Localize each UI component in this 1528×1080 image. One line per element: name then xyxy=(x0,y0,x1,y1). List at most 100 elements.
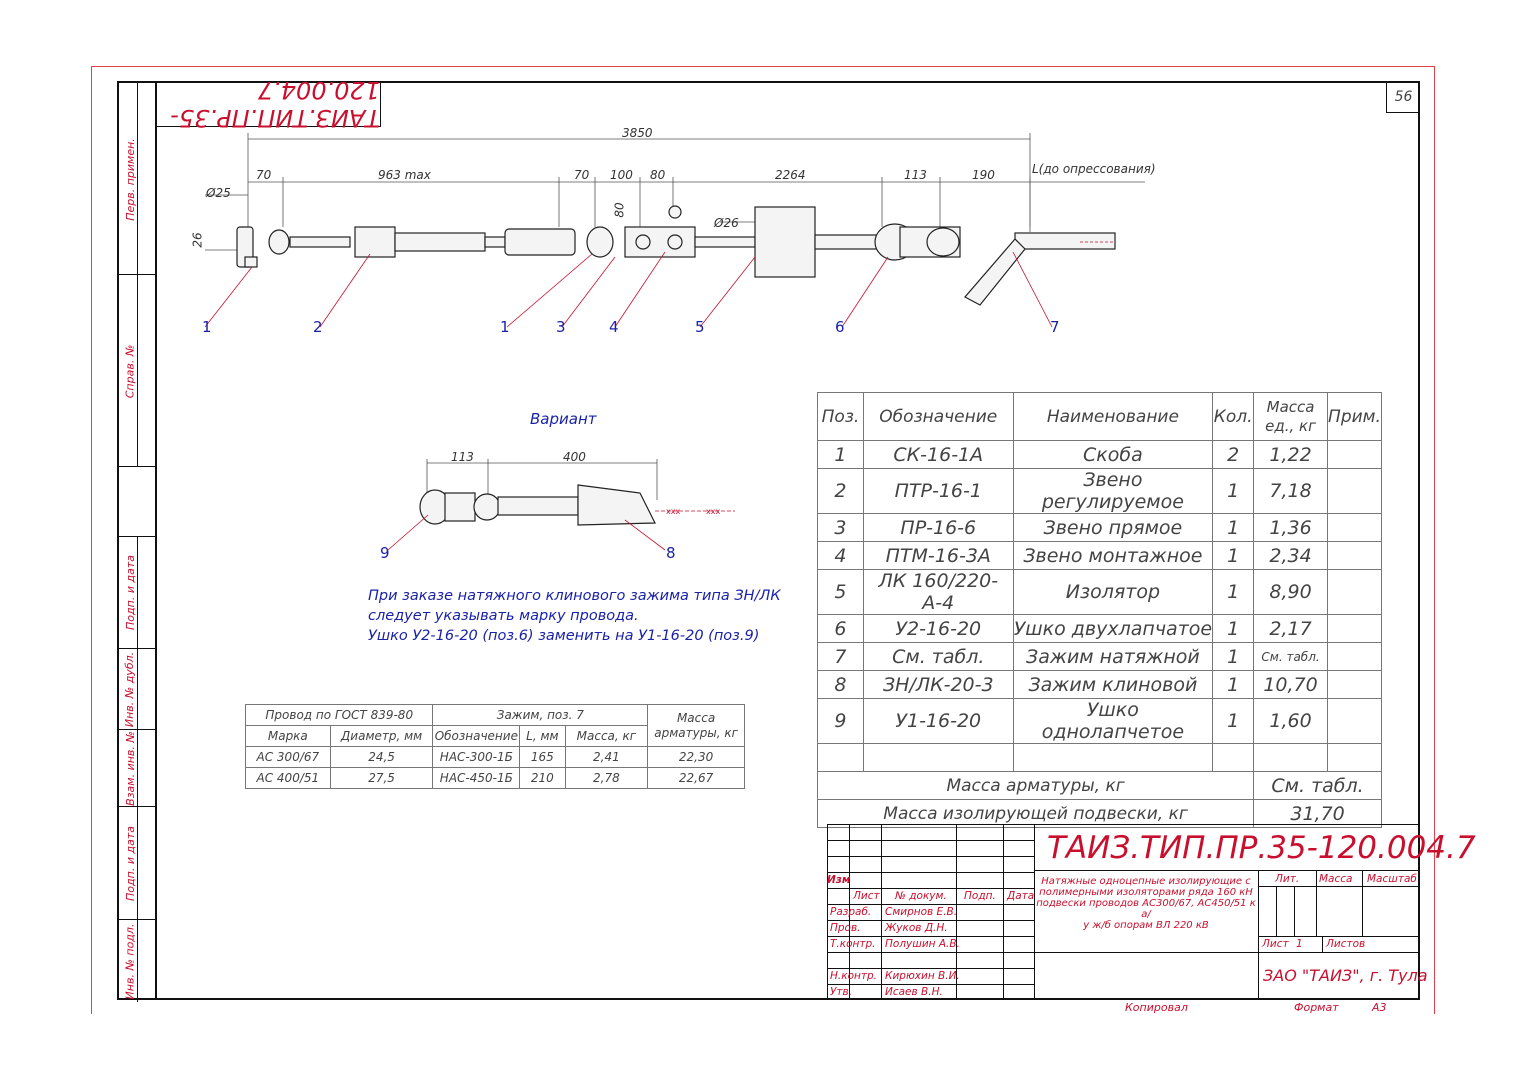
spec-cell: 2,34 xyxy=(1253,541,1328,570)
side-label-signature-date-2: Подп. и дата xyxy=(123,826,137,901)
spec-cell: См. табл. xyxy=(862,642,1014,671)
spec-cell: Зажим клиновой xyxy=(1012,670,1214,699)
spec-cell: 1,22 xyxy=(1253,440,1328,469)
spec-cell: СК-16-1А xyxy=(862,440,1014,469)
sheet-trim-frame xyxy=(91,66,1435,1014)
spec-cell: 4 xyxy=(817,541,864,570)
letter-label: Лит. xyxy=(1275,873,1300,885)
wire-cell: 165 xyxy=(519,746,566,768)
wire-sub-header: L, мм xyxy=(519,725,566,747)
spec-cell xyxy=(1326,642,1383,671)
spec-cell xyxy=(1326,513,1383,542)
spec-cell: ЗН/ЛК-20-3 xyxy=(862,670,1014,699)
wire-sub-header: Обозначение xyxy=(432,725,521,747)
spec-cell xyxy=(1253,743,1328,772)
drawing-description: Натяжные одноцепные изолирующие с полиме… xyxy=(1036,876,1256,931)
spec-cell: 1 xyxy=(1212,468,1255,514)
spec-cell: ЛК 160/220-А-4 xyxy=(862,569,1014,615)
dim-diameter-25: Ø25 xyxy=(206,186,231,200)
side-label-signature-date: Подп. и дата xyxy=(123,555,137,630)
copied-label: Копировал xyxy=(1125,1001,1188,1014)
total-row-label: Масса изолирующей подвески, кг xyxy=(816,799,1255,828)
drawing-frame xyxy=(155,81,1420,1000)
spec-cell: 3 xyxy=(817,513,864,542)
wire-cell: 22,67 xyxy=(647,767,745,789)
variant-callout-8: 8 xyxy=(666,544,676,562)
spec-cell: 6 xyxy=(817,614,864,643)
spec-cell: 8 xyxy=(817,670,864,699)
side-label-first-use: Перв. примен. xyxy=(123,137,137,221)
name-checker: Жуков Д.Н. xyxy=(885,922,948,934)
spec-cell: ПР-16-6 xyxy=(862,513,1014,542)
spec-cell: 2,17 xyxy=(1253,614,1328,643)
spec-cell: 1 xyxy=(1212,698,1255,744)
mirrored-code-box: ТАИЗ.ТИП.ПР.35-120.004.7 xyxy=(155,76,381,132)
mass-group-header: Масса арматуры, кг xyxy=(647,704,745,747)
spec-cell: 1 xyxy=(1212,614,1255,643)
spec-header-name: Наименование xyxy=(1012,392,1214,441)
variant-callout-9: 9 xyxy=(380,544,390,562)
format-value: А3 xyxy=(1372,1001,1387,1014)
spec-cell xyxy=(817,743,864,772)
side-label-reference: Справ. № xyxy=(123,344,137,398)
mass-label: Масса xyxy=(1319,873,1353,885)
callout-1-b: 1 xyxy=(500,318,510,336)
spec-cell xyxy=(1012,743,1214,772)
spec-header-pos: Поз. xyxy=(817,392,864,441)
spec-cell: 9 xyxy=(817,698,864,744)
dim-100: 100 xyxy=(610,168,633,182)
spec-cell: Изолятор xyxy=(1012,569,1214,615)
variant-dim-400: 400 xyxy=(563,450,586,464)
sheets-label: Листов xyxy=(1326,938,1366,950)
scale-label: Масштаб xyxy=(1367,873,1417,885)
dim-80-vertical: 80 xyxy=(612,202,627,218)
variant-title: Вариант xyxy=(530,410,597,428)
role-tech-control: Т.контр. xyxy=(830,938,876,950)
side-label-original-inv: Инв. № подл. xyxy=(123,923,137,999)
wire-sub-header: Масса, кг xyxy=(564,725,649,747)
spec-cell: Звено регулируемое xyxy=(1012,468,1214,514)
name-developer: Смирнов Е.В. xyxy=(885,906,958,918)
name-approver: Исаев В.Н. xyxy=(885,986,943,998)
callout-7: 7 xyxy=(1050,318,1060,336)
organization: ЗАО "ТАИЗ", г. Тула xyxy=(1263,966,1428,985)
wire-sub-header: Марка xyxy=(245,725,331,747)
dim-diameter-26: Ø26 xyxy=(714,216,739,230)
spec-header-designation: Обозначение xyxy=(862,392,1014,441)
total-row-label: Масса арматуры, кг xyxy=(816,771,1255,800)
spec-cell: 8,90 xyxy=(1253,569,1328,615)
wire-cell: НАС-300-1Б xyxy=(432,746,521,768)
spec-cell xyxy=(862,743,1014,772)
dim-70-b: 70 xyxy=(574,168,590,182)
variant-mark-2: xxx xyxy=(706,507,721,516)
spec-cell: 2 xyxy=(817,468,864,514)
dim-80: 80 xyxy=(650,168,666,182)
total-row-value: 31,70 xyxy=(1253,799,1382,828)
role-developer: Разраб. xyxy=(830,906,872,918)
spec-cell xyxy=(1326,670,1383,699)
wire-cell: 2,41 xyxy=(564,746,649,768)
wire-cell: 27,5 xyxy=(329,767,434,789)
sheet-number: 1 xyxy=(1296,938,1303,950)
dim-963: 963 max xyxy=(378,168,431,182)
role-approver: Утв. xyxy=(830,986,853,998)
wire-cell: 22,30 xyxy=(647,746,745,768)
spec-cell: 1,60 xyxy=(1253,698,1328,744)
spec-cell: 1 xyxy=(1212,569,1255,615)
role-norm-control: Н.контр. xyxy=(830,970,877,982)
variant-drawing xyxy=(387,459,735,551)
spec-cell xyxy=(1326,614,1383,643)
drawing-code: ТАИЗ.ТИП.ПР.35-120.004.7 xyxy=(1047,830,1476,866)
spec-cell xyxy=(1326,743,1383,772)
title-block: Изм Лист № докум. Подп. Дата Разраб. Сми… xyxy=(827,824,1476,1000)
spec-header-note: Прим. xyxy=(1326,392,1383,441)
spec-cell: 7 xyxy=(817,642,864,671)
spec-cell: 5 xyxy=(817,569,864,615)
spec-cell: 10,70 xyxy=(1253,670,1328,699)
